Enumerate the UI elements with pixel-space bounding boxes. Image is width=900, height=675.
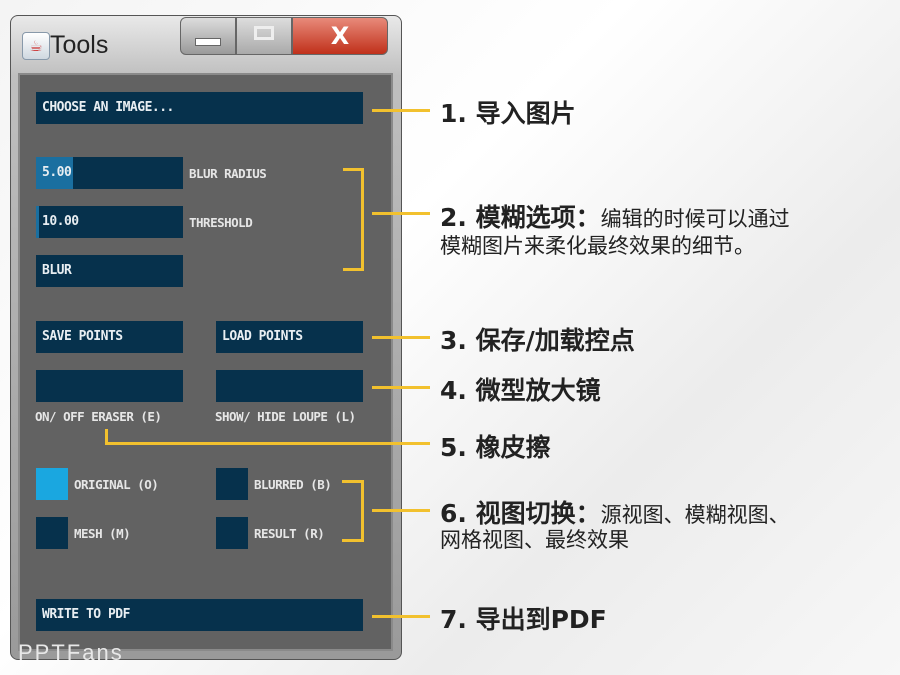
- minimize-button[interactable]: [180, 17, 236, 55]
- blurred-view-toggle[interactable]: [216, 468, 248, 500]
- blur-radius-label: BLUR RADIUS: [189, 166, 267, 181]
- result-label: RESULT (R): [254, 526, 325, 541]
- connector-line: [372, 386, 430, 389]
- blur-radius-slider[interactable]: 5.00: [36, 157, 183, 189]
- load-points-button[interactable]: LOAD POINTS: [216, 321, 363, 353]
- annotation-4: 4. 微型放大镜: [440, 376, 601, 405]
- java-app-icon: ☕: [22, 32, 50, 60]
- connector-line: [372, 109, 430, 112]
- threshold-value: 10.00: [42, 214, 79, 229]
- annotation-2-desc: 编辑的时候可以通过: [600, 207, 790, 231]
- annotation-6-desc: 源视图、模糊视图、: [600, 503, 790, 527]
- mesh-label: MESH (M): [74, 526, 131, 541]
- result-view-toggle[interactable]: [216, 517, 248, 549]
- annotation-6: 6. 视图切换：源视图、模糊视图、: [440, 494, 790, 530]
- mesh-view-toggle[interactable]: [36, 517, 68, 549]
- threshold-label: THRESHOLD: [189, 215, 253, 230]
- threshold-slider[interactable]: 10.00: [36, 206, 183, 238]
- annotation-7: 7. 导出到PDF: [440, 605, 607, 634]
- slider-fill: [36, 157, 73, 189]
- bracket: [342, 539, 362, 542]
- choose-image-button[interactable]: CHOOSE AN IMAGE...: [36, 92, 363, 124]
- annotation-6-title: 6. 视图切换：: [440, 499, 601, 528]
- save-points-button[interactable]: SAVE POINTS: [36, 321, 183, 353]
- loupe-toggle[interactable]: [216, 370, 363, 402]
- annotation-2-desc2: 模糊图片来柔化最终效果的细节。: [440, 234, 755, 258]
- eraser-toggle[interactable]: [36, 370, 183, 402]
- blur-radius-value: 5.00: [42, 165, 72, 180]
- connector-line: [105, 442, 430, 445]
- blur-button[interactable]: BLUR: [36, 255, 183, 287]
- connector-line: [372, 615, 430, 618]
- bracket: [342, 480, 362, 483]
- connector-line: [105, 429, 108, 444]
- bracket: [361, 480, 364, 542]
- close-button[interactable]: X: [292, 17, 388, 55]
- original-view-toggle[interactable]: [36, 468, 68, 500]
- annotation-2-title: 2. 模糊选项：: [440, 203, 601, 232]
- eraser-label: ON/ OFF ERASER (E): [35, 409, 162, 424]
- connector-line: [372, 212, 430, 215]
- original-label: ORIGINAL (O): [74, 477, 159, 492]
- blurred-label: BLURRED (B): [254, 477, 332, 492]
- annotation-3: 3. 保存/加载控点: [440, 326, 635, 355]
- annotation-6-desc2: 网格视图、最终效果: [440, 528, 629, 552]
- loupe-label: SHOW/ HIDE LOUPE (L): [215, 409, 356, 424]
- bracket: [343, 168, 363, 171]
- write-pdf-button[interactable]: WRITE TO PDF: [36, 599, 363, 631]
- window-title: Tools: [50, 31, 109, 59]
- watermark: PPTFans: [18, 640, 124, 665]
- connector-line: [372, 336, 430, 339]
- slider-fill: [36, 206, 39, 238]
- bracket: [343, 268, 363, 271]
- bracket: [361, 168, 364, 271]
- annotation-5: 5. 橡皮擦: [440, 433, 551, 462]
- annotation-2: 2. 模糊选项：编辑的时候可以通过: [440, 198, 790, 234]
- connector-line: [372, 509, 430, 512]
- maximize-button[interactable]: [236, 17, 292, 55]
- annotation-1: 1. 导入图片: [440, 99, 576, 128]
